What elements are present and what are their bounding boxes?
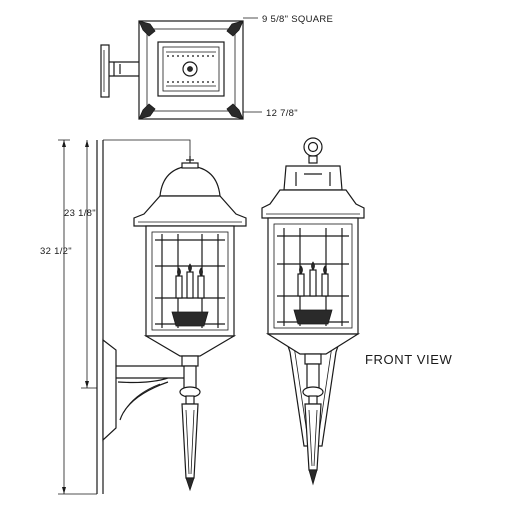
- side-stem-collar: [181, 355, 199, 367]
- top-view-corner-ornament: [226, 103, 244, 120]
- side-bottom-taper: [143, 335, 237, 357]
- side-bottom-finial: [181, 403, 199, 479]
- side-view: 23 1/8" 32 1/2": [40, 139, 247, 495]
- front-crown: [283, 165, 343, 191]
- top-view-corner-ornament: [138, 20, 156, 37]
- top-view-corner-ornament: [226, 20, 244, 37]
- front-candle-cluster: [293, 261, 333, 325]
- dim-top-depth: 12 7/8": [266, 108, 298, 119]
- side-wall-arm: [116, 365, 184, 421]
- dim-overall-height: 32 1/2": [40, 246, 72, 257]
- side-roof: [133, 195, 247, 227]
- front-bottom-taper: [265, 333, 361, 355]
- side-candle-cluster: [171, 263, 209, 327]
- dim-line-lantern: [81, 140, 97, 389]
- dim-top-square: 9 5/8" SQUARE: [262, 14, 333, 25]
- side-dome: [159, 165, 221, 197]
- dim-lantern-height: 23 1/8": [64, 208, 96, 219]
- front-view: FRONT VIEW: [261, 137, 453, 486]
- side-wall-plate: [102, 338, 117, 442]
- dim-line-overall: [58, 139, 97, 495]
- top-view-wall-plate: [100, 44, 110, 98]
- front-roof: [261, 189, 365, 219]
- front-bottom-finial: [304, 403, 322, 471]
- top-view-corner-ornament: [138, 103, 156, 120]
- top-view-arm: [109, 61, 139, 77]
- top-view: 9 5/8" SQUARE 12 7/8": [100, 14, 333, 120]
- front-view-label: FRONT VIEW: [365, 352, 453, 367]
- wall-line: [96, 140, 104, 494]
